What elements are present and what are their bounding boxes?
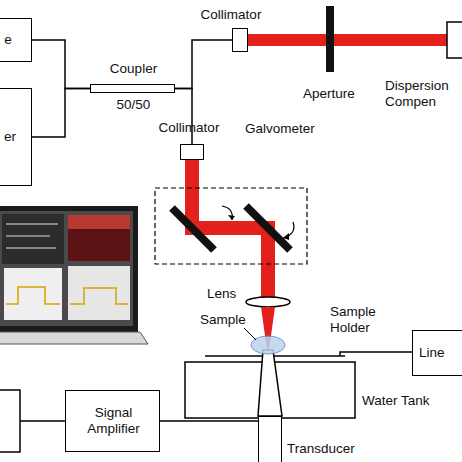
node-text: Transducer [287,441,377,457]
part-label: Sample [200,312,256,328]
sample [251,336,285,354]
node-text: Coupler [91,61,176,77]
plot-line [70,288,128,304]
connector-wire [32,40,90,89]
cropped-box [0,390,20,452]
connector-wire [175,89,192,145]
part-label: Dispersion Compen [385,78,461,110]
dispersion-box [447,22,462,58]
node-text: 50/50 [91,97,176,113]
node-text: Collimator [149,120,229,136]
sample-holder [205,355,345,357]
laser-beam [192,160,268,300]
connector-wire [32,89,90,138]
collimator: Collimator [232,28,248,52]
plot-line [6,287,60,304]
leader-line [244,328,256,340]
node-text: Signal Amplifier [70,405,157,437]
part-label: Sample Holder [330,304,392,336]
collimator: Collimator [180,144,204,160]
aperture-plate [326,6,334,72]
laptop-frame [0,206,138,332]
rotation-arrowhead [283,233,289,240]
screen-panel [2,214,64,264]
source-box: e [0,18,32,62]
part-label: Water Tank [362,393,452,409]
mirror [172,208,214,250]
lens [246,297,290,307]
oct-image-band [68,215,130,229]
laser-beam [248,34,462,46]
screen-lines [6,224,58,248]
galvo-outline [155,188,307,264]
laptop-screen [0,211,133,326]
line-box: Line [412,330,462,376]
rotation-arrowhead [228,215,235,220]
part-label: Aperture [303,86,373,102]
connector-wire [175,40,232,89]
oct-image [68,215,130,261]
transducer-cone [258,350,282,416]
part-label: Lens [207,286,247,302]
laptop-base [0,332,148,344]
node-text: e [1,32,15,48]
wire [20,420,65,422]
node-text: er [1,129,19,145]
mirror [246,206,290,250]
node-text: Collimator [191,7,271,23]
wire [340,352,412,356]
node-text: Line [419,345,462,361]
plot-panel [4,268,62,320]
transducer: Transducer [258,416,282,462]
coupler: Coupler50/50 [90,84,175,93]
amplifier-box: Signal Amplifier [65,390,160,452]
laptop [0,206,148,344]
plot-panel [68,266,130,320]
spectrometer-box: er [0,88,32,186]
connector-wire [160,420,258,422]
part-label: Galvometer [245,121,325,137]
